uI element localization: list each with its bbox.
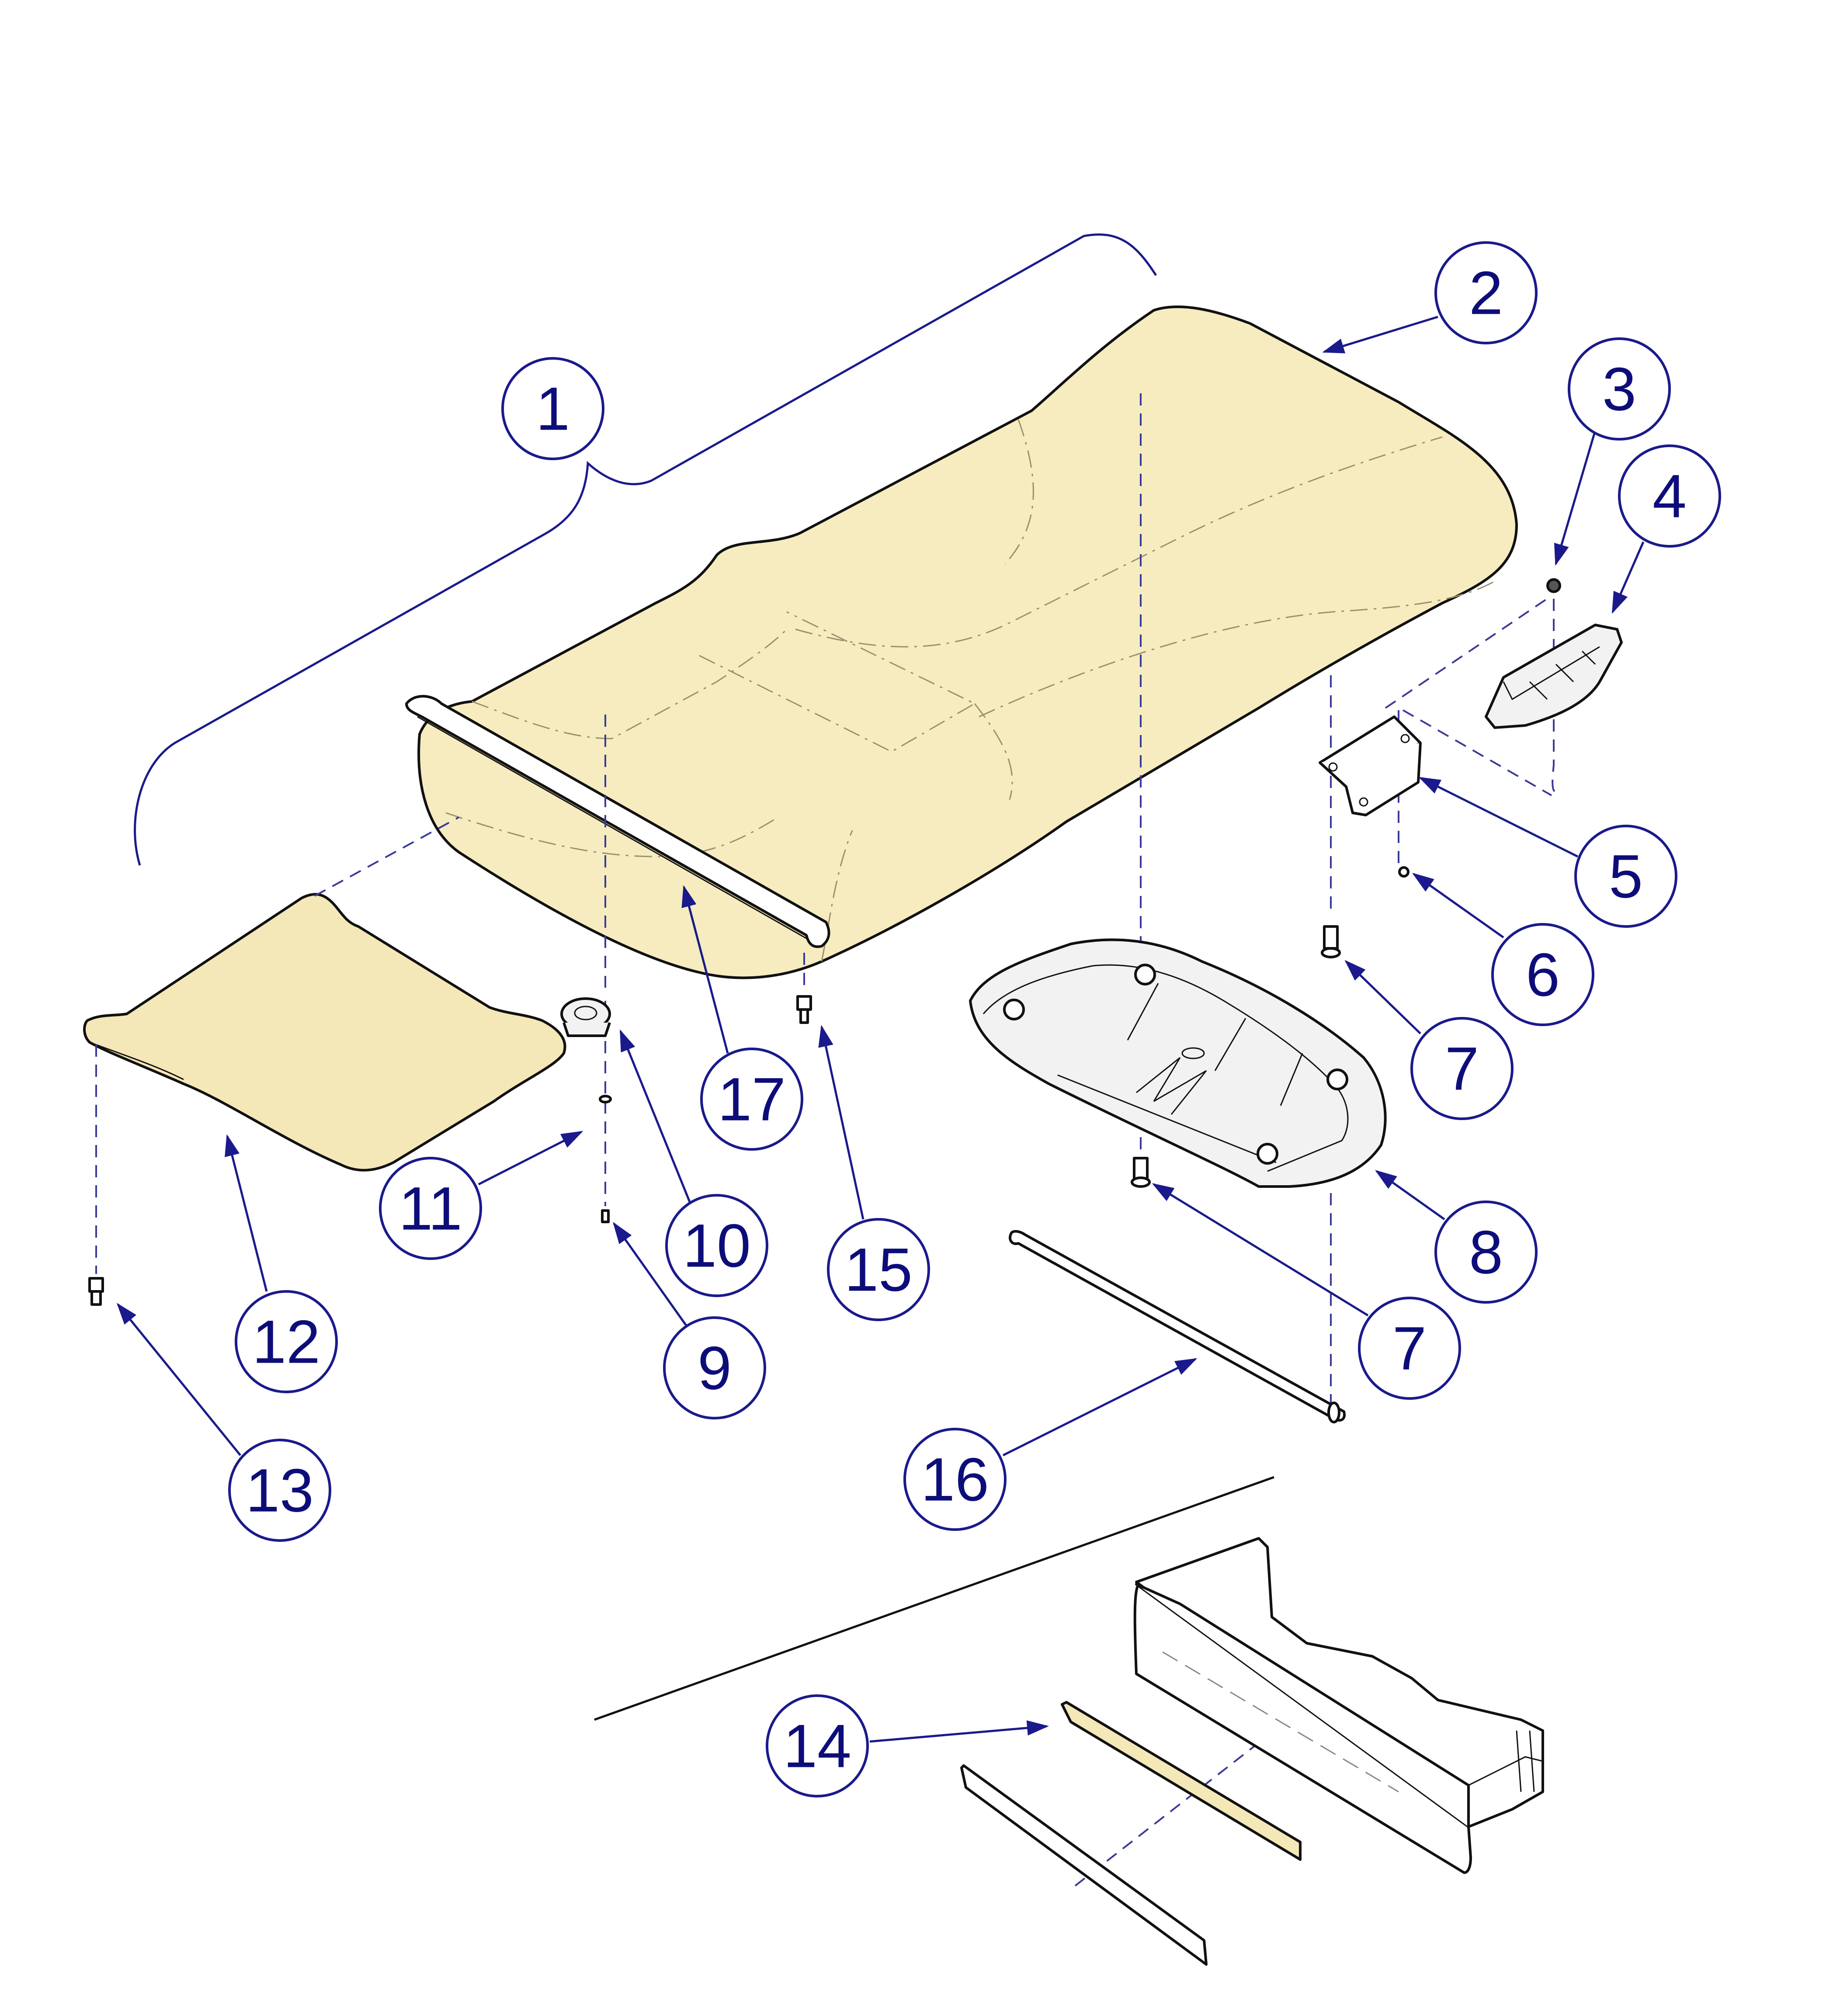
callout-14: 14 — [766, 1694, 869, 1797]
callout-7: 7 — [1410, 1017, 1514, 1120]
callout-4: 4 — [1618, 444, 1721, 548]
screw-small — [1398, 866, 1410, 878]
callout-15: 15 — [827, 1218, 930, 1321]
callout-9: 9 — [663, 1316, 766, 1419]
callout-circle — [663, 1316, 766, 1419]
callout-label: 4 — [1653, 462, 1687, 531]
callout-5: 5 — [1574, 825, 1677, 928]
callout-label: 17 — [718, 1065, 786, 1134]
callout-label: 7 — [1392, 1314, 1427, 1383]
base-shroud — [969, 938, 1387, 1188]
end-cap — [1485, 624, 1623, 729]
callout-circle — [1568, 337, 1671, 441]
callout-circle — [228, 1439, 331, 1542]
callout-label: 11 — [399, 1174, 462, 1243]
screw-swivel — [601, 1209, 610, 1223]
adhesive-strip — [1061, 1701, 1302, 1861]
nut — [1546, 578, 1561, 593]
callout-13: 13 — [228, 1439, 331, 1542]
callout-label: 5 — [1609, 842, 1643, 911]
callout-3: 3 — [1568, 337, 1671, 441]
callout-16: 16 — [903, 1428, 1007, 1531]
callout-11: 11 — [379, 1157, 482, 1260]
screw-bracket — [1321, 925, 1341, 958]
callout-12: 12 — [235, 1290, 338, 1393]
mounting-bracket — [1319, 715, 1422, 816]
callout-label: 13 — [246, 1456, 314, 1525]
swivel-plate — [560, 997, 611, 1037]
leader-lines — [116, 316, 1645, 1743]
callout-6: 6 — [1491, 923, 1594, 1026]
seat-back-cushion — [417, 305, 1518, 979]
screw-shroud — [1131, 1157, 1151, 1188]
callout-17: 17 — [700, 1048, 803, 1151]
cushion-screw — [796, 995, 812, 1024]
callout-label: 9 — [698, 1334, 732, 1402]
callout-label: 1 — [536, 375, 570, 443]
callout-label: 15 — [844, 1235, 913, 1304]
callout-circle — [501, 357, 604, 460]
callout-circle — [1358, 1297, 1461, 1400]
washer — [599, 1095, 612, 1103]
callout-circle — [766, 1694, 869, 1797]
callout-circle — [827, 1218, 930, 1321]
callout-10: 10 — [665, 1194, 768, 1297]
callout-circle — [1410, 1017, 1514, 1120]
callout-circle — [379, 1157, 482, 1260]
callout-label: 14 — [783, 1712, 851, 1780]
callout-label: 16 — [921, 1445, 989, 1514]
leg-screw — [88, 1277, 104, 1306]
callout-1: 1 — [501, 357, 604, 460]
callout-label: 3 — [1602, 355, 1636, 423]
callout-circle — [1434, 1201, 1538, 1304]
callout-circle — [1574, 825, 1677, 928]
callout-2: 2 — [1434, 241, 1538, 344]
callout-label: 8 — [1469, 1218, 1503, 1287]
callout-label: 12 — [252, 1308, 320, 1376]
leg-cushion — [83, 893, 566, 1172]
callout-circle — [1491, 923, 1594, 1026]
callout-circle — [700, 1048, 803, 1151]
callout-8: 8 — [1434, 1201, 1538, 1304]
rod — [1009, 1230, 1346, 1423]
callout-label: 10 — [683, 1211, 751, 1280]
callout-circle — [903, 1428, 1007, 1531]
callout-circle — [1618, 444, 1721, 548]
drawer-trim — [960, 1764, 1208, 1966]
callout-circle — [1434, 241, 1538, 344]
assembly-bracket — [134, 233, 1157, 866]
callout-label: 2 — [1469, 259, 1503, 327]
drawer-inset — [1133, 1537, 1544, 1874]
callout-label: 7 — [1445, 1034, 1479, 1103]
callout-7: 7 — [1358, 1297, 1461, 1400]
inset-separator — [594, 1476, 1274, 1721]
callout-circle — [665, 1194, 768, 1297]
callout-circle — [235, 1290, 338, 1393]
callout-label: 6 — [1526, 940, 1560, 1009]
trim-strip — [405, 695, 830, 948]
